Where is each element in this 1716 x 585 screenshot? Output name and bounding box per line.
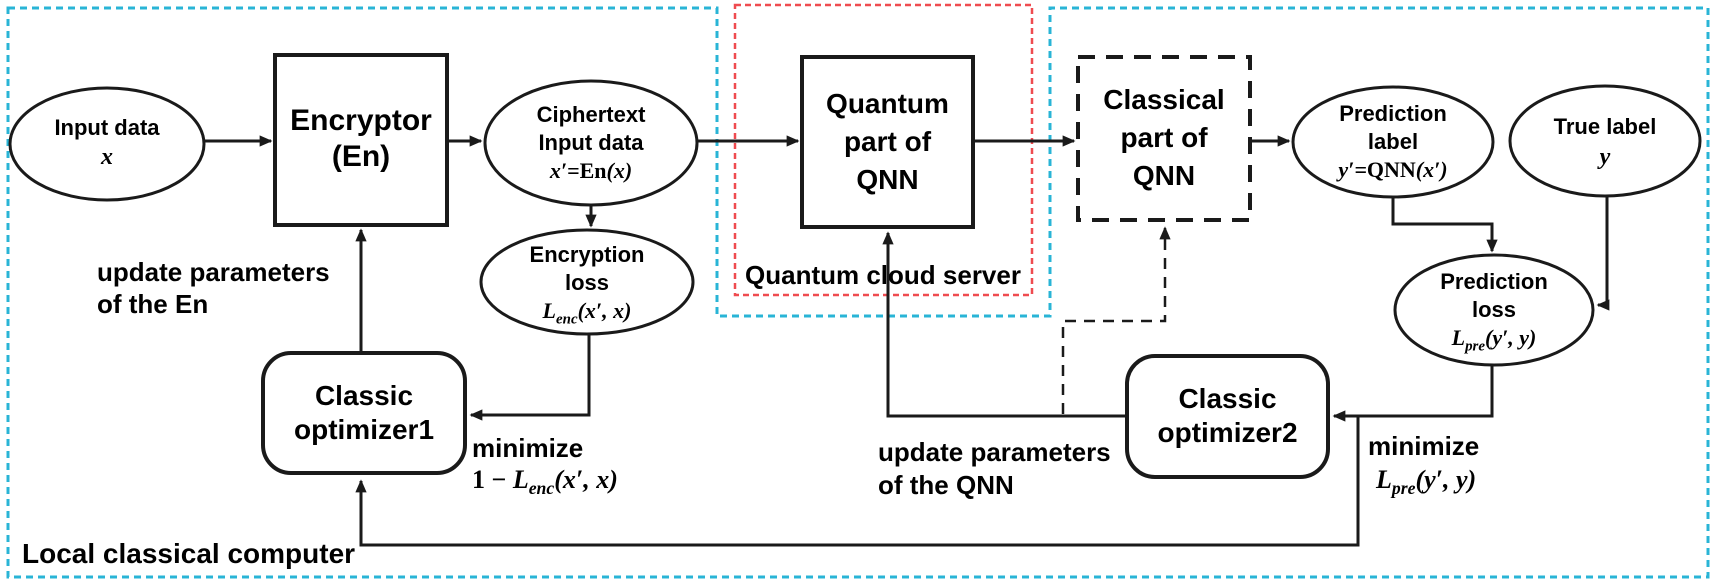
encryption-loss-line2: loss <box>564 270 610 295</box>
quantum-part-line3: QNN <box>856 164 919 195</box>
update-parameters-qnn-label: update parameters of the QNN <box>878 437 1111 500</box>
optimizer2-line2: optimizer2 <box>1157 417 1298 448</box>
true-label-variable: y <box>1599 144 1611 170</box>
optimizer1-line2: optimizer1 <box>293 414 435 445</box>
classical-part-line2: part of <box>1120 122 1208 153</box>
prediction-label-line1: Prediction <box>1339 101 1447 126</box>
arrow-encryption-loss-to-optimizer1 <box>469 334 591 421</box>
prediction-loss-ellipse <box>1393 253 1595 367</box>
classic-optimizer1-node: Classic optimizer1 <box>263 379 465 447</box>
arrow-prediction-label-to-prediction-loss <box>1391 197 1498 253</box>
ciphertext-title-line1: Ciphertext <box>536 102 646 127</box>
prediction-label-formula: y′=QNN(x′) <box>1338 157 1448 182</box>
classical-part-line1: Classical <box>1103 84 1225 115</box>
true-label-ellipse <box>1508 84 1702 198</box>
ciphertext-ellipse <box>483 79 699 207</box>
quantum-part-line1: Quantum <box>826 88 949 119</box>
arrow-true-label-to-prediction-loss <box>1596 196 1610 311</box>
local-classical-computer-label: Local classical computer <box>22 538 356 569</box>
local-classical-computer-border <box>6 6 1710 579</box>
quantum-part-line2: part of <box>843 126 932 157</box>
classic-optimizer2-node: Classic optimizer2 <box>1127 382 1328 450</box>
input-data-node: Input data x <box>17 114 197 172</box>
ciphertext-node: Ciphertext Input data x′=En(x) <box>486 101 696 185</box>
input-data-variable: x <box>101 143 113 170</box>
quantum-cloud-server-border <box>733 3 1034 297</box>
quantum-part-box <box>800 55 975 229</box>
prediction-loss-line2: loss <box>1471 297 1517 322</box>
minimize-encryption-loss-label: minimize 1 − Lenc(x′, x) <box>472 433 618 499</box>
minimize-prediction-loss-label: minimize Lpre(y′, y) <box>1368 431 1480 499</box>
quantum-cloud-server-label: Quantum cloud server <box>745 260 1021 290</box>
input-data-ellipse <box>8 86 206 202</box>
encryption-loss-ellipse <box>479 228 695 336</box>
prediction-loss-node: Prediction loss Lpre(y′, y) <box>1394 268 1594 355</box>
arrow-prediction-loss-to-optimizer2 <box>1332 365 1494 422</box>
arrow-loop-to-optimizer1 <box>355 416 1360 547</box>
input-data-title: Input data <box>54 115 160 140</box>
encryptor-title-line1: Encryptor <box>290 104 432 137</box>
classical-part-node: Classical part of QNN <box>1078 81 1250 195</box>
prediction-label-node: Prediction label y′=QNN(x′) <box>1293 100 1493 184</box>
optimizer1-line1: Classic <box>314 380 414 411</box>
quantum-part-node: Quantum part of QNN <box>802 85 973 199</box>
ciphertext-formula: x′=En(x) <box>549 158 633 183</box>
prediction-loss-formula: Lpre(y′, y) <box>1451 325 1537 355</box>
optimizer2-line1: Classic <box>1178 383 1277 414</box>
arrow-optimizer2-to-quantum <box>882 231 1127 418</box>
ciphertext-title-line2: Input data <box>538 130 644 155</box>
encryption-loss-formula: Lenc(x′, x) <box>542 298 632 328</box>
classical-part-line3: QNN <box>1132 160 1196 191</box>
prediction-label-line2: label <box>1367 129 1419 154</box>
prediction-loss-line1: Prediction <box>1440 269 1548 294</box>
classical-part-box <box>1076 55 1252 222</box>
update-parameters-en-label: update parameters of the En <box>97 257 330 319</box>
encryption-loss-line1: Encryption <box>529 242 645 267</box>
encryption-loss-node: Encryption loss Lenc(x′, x) <box>479 241 695 328</box>
encryptor-title-line2: (En) <box>331 140 391 173</box>
true-label-title: True label <box>1553 114 1657 139</box>
dashed-arrow-to-classical-part <box>1061 226 1171 414</box>
true-label-node: True label y <box>1510 112 1700 172</box>
classic-optimizer1-box <box>261 351 467 475</box>
encryptor-node: Encryptor (En) <box>275 103 447 175</box>
